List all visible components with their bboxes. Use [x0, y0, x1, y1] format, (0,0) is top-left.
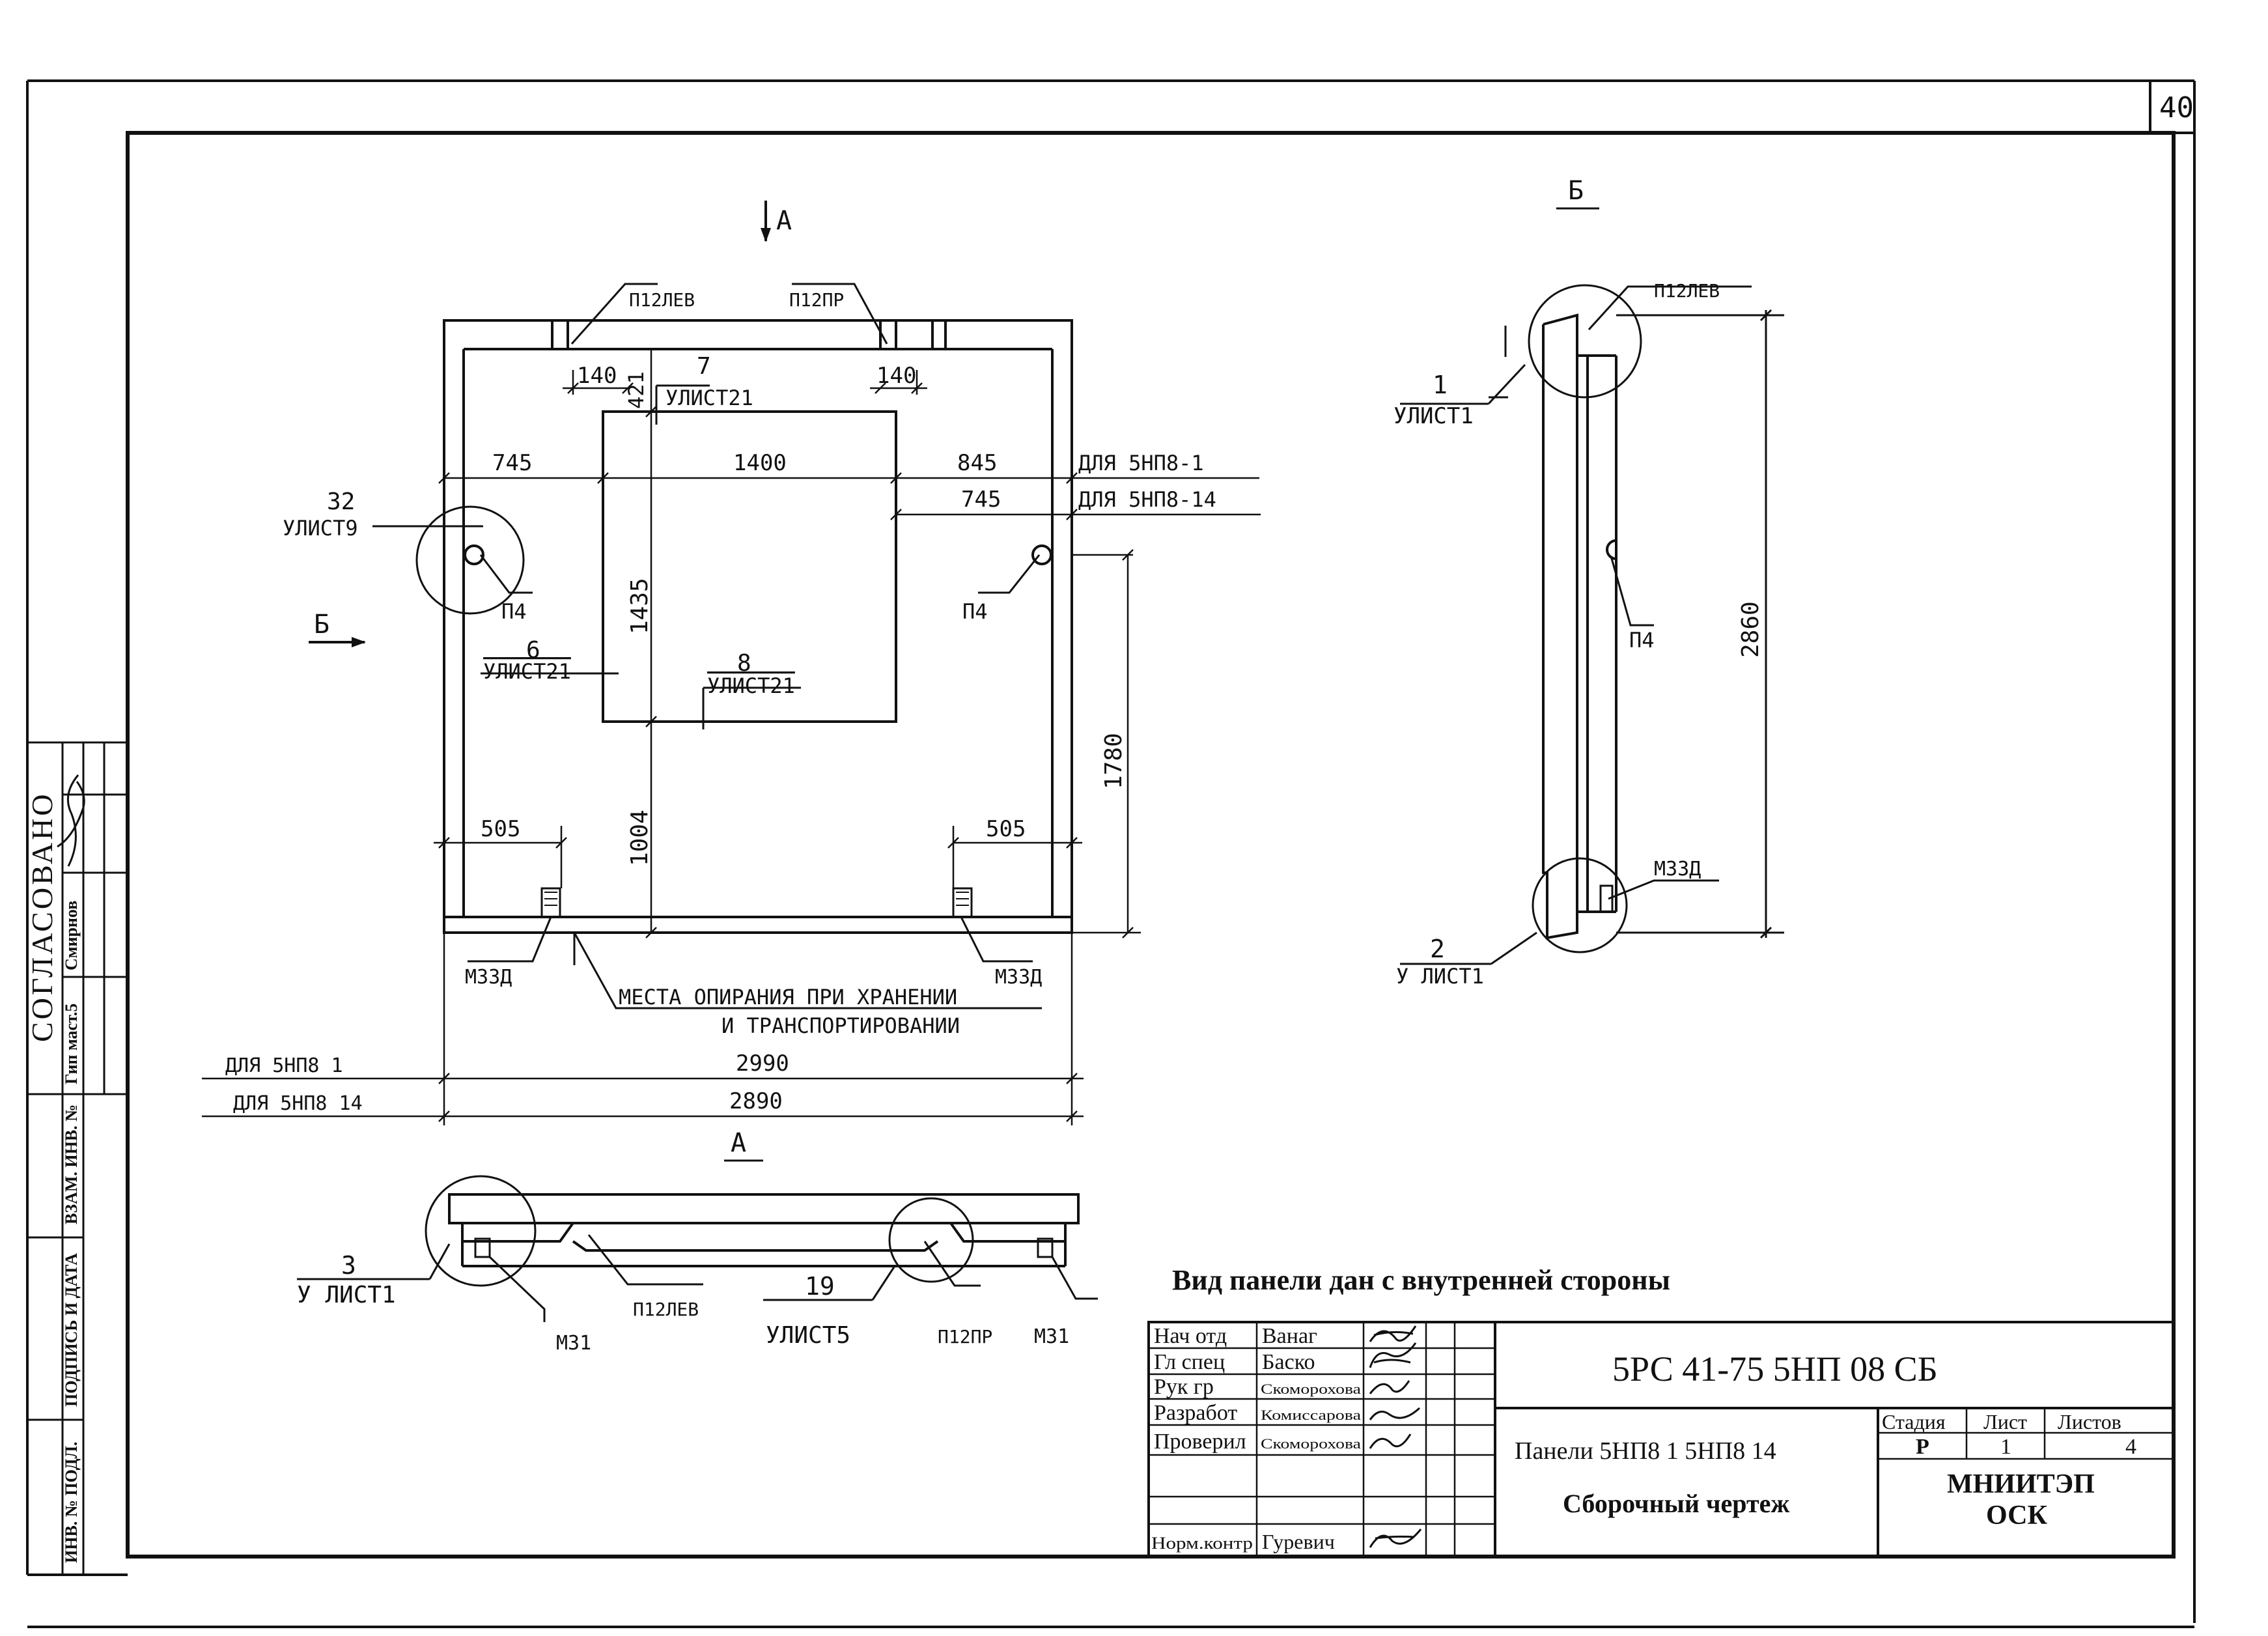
front-view: П12ЛЕВ П12ПР 7 УЛИСТ21 32 УЛИСТ9 П4 П4 6…: [283, 283, 1073, 1038]
stage-header: Стадия: [1882, 1410, 1946, 1433]
organization-name: МНИИТЭП: [1947, 1469, 2095, 1499]
stage-value: Р: [1916, 1435, 1929, 1459]
node-32-number: 32: [327, 488, 355, 515]
view-a-title: А: [731, 1128, 746, 1158]
gip-label: Гип маст.5: [62, 1004, 81, 1084]
inv-no-label: ИНВ. № ПОДЛ.: [62, 1442, 81, 1563]
sheet-number: 40: [2159, 91, 2194, 124]
dim-505-left: 505: [481, 816, 520, 842]
node-3-sheet: У ЛИСТ1: [297, 1282, 396, 1308]
section-arrow-b: Б: [309, 610, 366, 647]
node-19-sheet: УЛИСТ5: [766, 1322, 850, 1349]
node-7-sheet: УЛИСТ21: [665, 386, 753, 410]
dim-745-right: 745: [961, 487, 1001, 513]
node-8-sheet: УЛИСТ21: [707, 673, 795, 698]
node-7-number: 7: [697, 353, 711, 380]
role-3: Рук гр: [1154, 1375, 1214, 1399]
sheet-frames: [26, 79, 2196, 1628]
section-arrow-a: А: [761, 201, 792, 242]
p4-left-label: П4: [501, 599, 527, 624]
m33d-right-label: М33Д: [995, 966, 1042, 989]
name-2: Баско: [1262, 1350, 1315, 1374]
variant-5np8-14-label: ДЛЯ 5НП8-14: [1078, 487, 1216, 512]
dim-1004: 1004: [626, 810, 653, 866]
role-5: Проверил: [1154, 1430, 1246, 1454]
dim-745-left: 745: [492, 450, 532, 476]
side-m33d-label: М33Д: [1654, 858, 1701, 881]
role-4: Разработ: [1154, 1401, 1237, 1425]
view-a-plan: А 3 У ЛИСТ1 М31 П12ЛЕВ: [297, 1128, 1098, 1355]
role-2: Гл спец: [1154, 1350, 1225, 1374]
support-note-line-1: МЕСТА ОПИРАНИЯ ПРИ ХРАНЕНИИ: [619, 985, 957, 1009]
role-1: Нач отд: [1154, 1324, 1227, 1348]
name-7: Гуревич: [1262, 1530, 1335, 1553]
dim-421: 421: [624, 371, 649, 409]
m33d-left-label: М33Д: [465, 966, 512, 989]
node-32-sheet: УЛИСТ9: [283, 516, 358, 541]
signatures: [1369, 1325, 1422, 1548]
p12-right-plan-label: П12ПР: [938, 1326, 992, 1347]
side-p4-label: П4: [1629, 628, 1655, 653]
p12-left-plan-label: П12ЛЕВ: [633, 1299, 699, 1320]
view-b-title: Б: [1568, 176, 1584, 206]
title-assembly: Сборочный чертеж: [1563, 1489, 1789, 1518]
svg-text:Б: Б: [314, 610, 329, 640]
name-4: Комиссарова: [1261, 1407, 1361, 1423]
callout-p12-right: П12ПР: [789, 289, 844, 311]
front-view-dimensions: 140 140 421 745 1400 845 745 ДЛЯ 5НП8-1 …: [202, 349, 1261, 1125]
node-3-number: 3: [341, 1251, 356, 1280]
dim-2990: 2990: [736, 1051, 789, 1077]
dim-140-left: 140: [577, 363, 617, 389]
bottom-5np8-14-label: ДЛЯ 5НП8 14: [233, 1092, 363, 1115]
p4-right-label: П4: [962, 599, 988, 624]
organization-unit: ОСК: [1986, 1501, 2048, 1530]
dim-140-right: 140: [876, 363, 916, 389]
svg-text:А: А: [776, 206, 792, 236]
sheet-value: 1: [2000, 1435, 2011, 1459]
support-note-line-2: И ТРАНСПОРТИРОВАНИИ: [721, 1013, 960, 1038]
dim-1400: 1400: [733, 450, 787, 476]
side-p12-left-label: П12ЛЕВ: [1654, 280, 1720, 302]
role-7: Норм.контр: [1151, 1534, 1253, 1553]
title-block: Нач отд Ванаг Гл спец Баско Рук гр Скомо…: [1147, 1321, 2175, 1558]
dim-2860: 2860: [1737, 601, 1764, 658]
dim-845: 845: [957, 450, 997, 476]
sheets-value: 4: [2125, 1435, 2136, 1459]
m31-right-label: М31: [1034, 1325, 1069, 1348]
title-panels: Панели 5НП8 1 5НП8 14: [1515, 1437, 1776, 1465]
dim-1435: 1435: [626, 578, 653, 634]
agreed-label: СОГЛАСОВАНО: [25, 791, 59, 1042]
m31-left-label: М31: [556, 1332, 591, 1355]
node-2-number: 2: [1430, 935, 1445, 963]
node-19-number: 19: [805, 1272, 835, 1301]
callout-p12-left: П12ЛЕВ: [629, 289, 695, 311]
agreed-signature: [57, 774, 85, 867]
sheet-header: Лист: [1983, 1410, 2027, 1433]
agreed-name: Смирнов: [62, 901, 81, 970]
document-code: 5РС 41-75 5НП 08 СБ: [1612, 1349, 1938, 1389]
view-b-side: Б П12ЛЕВ 1: [1393, 176, 1784, 989]
node-6-sheet: УЛИСТ21: [483, 659, 571, 684]
name-3: Скоморохова: [1261, 1381, 1361, 1397]
name-5: Скоморохова: [1261, 1435, 1361, 1452]
node-2-sheet: У ЛИСТ1: [1396, 964, 1484, 989]
dim-505-right: 505: [986, 816, 1026, 842]
sheets-header: Листов: [2058, 1410, 2121, 1433]
view-note: Вид панели дан с внутренней стороны: [1172, 1264, 1670, 1296]
node-1-sheet: УЛИСТ1: [1393, 403, 1474, 429]
variant-5np8-1-label: ДЛЯ 5НП8-1: [1078, 451, 1204, 475]
name-1: Ванаг: [1262, 1324, 1317, 1348]
dim-2890: 2890: [729, 1088, 783, 1114]
node-1-number: 1: [1433, 371, 1448, 399]
bottom-5np8-1-label: ДЛЯ 5НП8 1: [225, 1054, 343, 1077]
vzam-label: ВЗАМ. ИНВ. №: [62, 1105, 81, 1224]
dim-1780: 1780: [1100, 733, 1127, 789]
sign-date-label: ПОДПИСЬ И ДАТА: [62, 1253, 81, 1407]
node-6-number: 6: [526, 637, 540, 664]
node-8-number: 8: [737, 650, 751, 677]
left-margin-stamp: СОГЛАСОВАНО Гип маст.5 Смирнов ВЗАМ. ИНВ…: [25, 741, 128, 1575]
